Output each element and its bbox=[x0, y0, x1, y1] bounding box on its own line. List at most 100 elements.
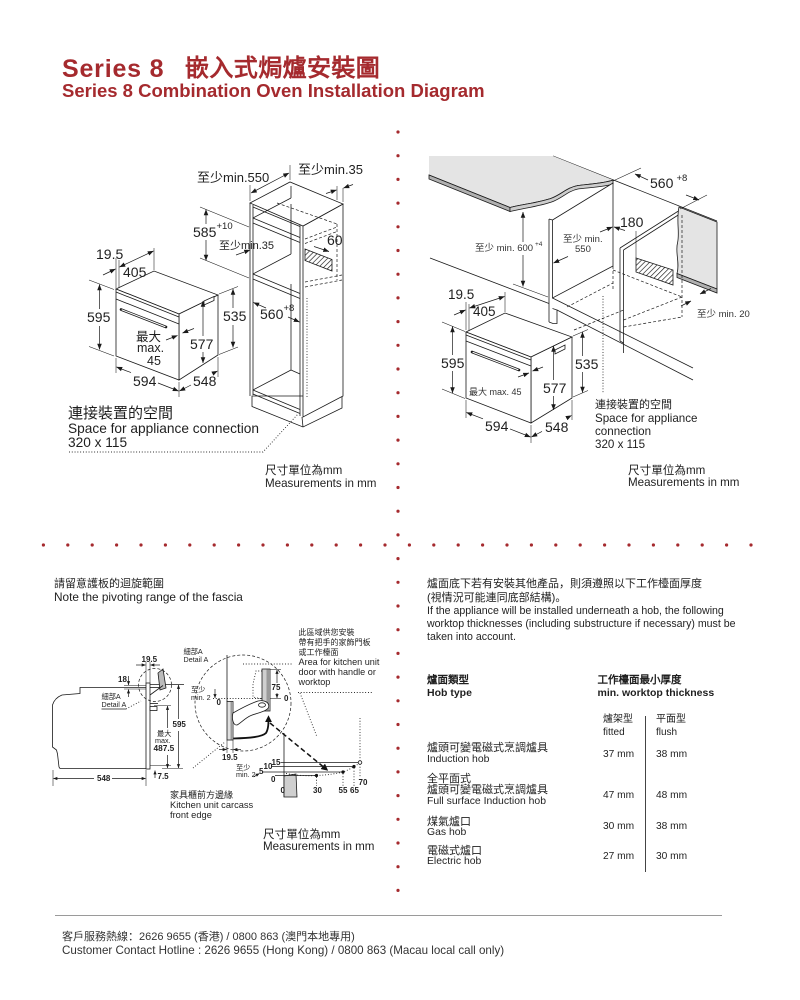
fitted-thickness: 30 mm bbox=[603, 821, 635, 833]
detail-fascia-label: 19.5 bbox=[222, 753, 238, 763]
mounting-bracket bbox=[554, 344, 566, 355]
width-dimension bbox=[116, 366, 132, 373]
floor-edge bbox=[429, 257, 550, 304]
hidden-edge bbox=[304, 279, 343, 288]
position-label: 0 bbox=[280, 786, 285, 796]
area-note-zh-line: 或工作檯面 bbox=[298, 647, 339, 657]
extension-line bbox=[612, 167, 642, 182]
hidden-edge bbox=[623, 316, 683, 328]
door-gap-max-zh: 最大 bbox=[136, 329, 162, 344]
hidden-edge bbox=[304, 231, 338, 244]
divider-dot bbox=[139, 543, 143, 547]
fascia-detail-edge bbox=[230, 702, 233, 740]
units-note-en: Measurements in mm bbox=[263, 840, 375, 854]
divider-dot bbox=[396, 509, 400, 513]
pivot-point bbox=[352, 764, 356, 769]
plinth-recess-edge bbox=[556, 309, 694, 381]
level-label: 0 bbox=[271, 775, 276, 785]
hob-name-en: Electric hob bbox=[427, 856, 482, 868]
hidden-edge bbox=[276, 202, 338, 225]
divider-dot bbox=[396, 817, 400, 821]
extension-line bbox=[441, 388, 466, 399]
divider-dot bbox=[578, 543, 582, 547]
area-leader bbox=[299, 692, 318, 738]
carcass-note-zh: 家具櫃前方邊緣 bbox=[170, 789, 234, 800]
cabinet-dimensions bbox=[199, 165, 354, 323]
units-note-en: Measurements in mm bbox=[628, 476, 740, 490]
vent-arrow bbox=[313, 246, 330, 252]
divider-dot bbox=[310, 543, 314, 547]
ventilation-opening bbox=[635, 257, 674, 286]
min-gap-arrow bbox=[252, 773, 260, 778]
side-gap-min-label: 至少min.35 bbox=[298, 162, 364, 178]
width-label: 594 bbox=[485, 418, 509, 435]
depth-min-value: 550 bbox=[575, 244, 591, 256]
divider-dot bbox=[396, 675, 400, 679]
fascia-arrow bbox=[453, 309, 466, 316]
hotline-zh: 客戶服務熱線：2626 9655 (香港) / 0800 863 (澳門本地專用… bbox=[62, 930, 355, 943]
depth-label: 548 bbox=[545, 419, 569, 436]
subheader-flush-zh: 平面型 bbox=[656, 714, 686, 725]
divider-dot bbox=[396, 367, 400, 371]
pivot-trajectory bbox=[285, 761, 361, 777]
depth-label: 548 bbox=[193, 373, 217, 390]
divider-dot bbox=[749, 543, 753, 547]
carcass-edge bbox=[283, 773, 298, 798]
top-gap-min-label: 至少min.35 bbox=[219, 240, 275, 253]
divider-dot bbox=[396, 296, 400, 300]
divider-dot bbox=[407, 543, 411, 547]
level-label: 15 bbox=[271, 757, 281, 767]
pivot-note-en: Note the pivoting range of the fascia bbox=[54, 590, 243, 605]
divider-dot bbox=[456, 543, 460, 547]
detail-a-leader bbox=[125, 700, 142, 710]
extension-line bbox=[88, 279, 115, 290]
position-label: 30 bbox=[313, 786, 322, 796]
min-gap-zh-top: 至少 bbox=[191, 685, 206, 695]
divider-dot bbox=[383, 543, 387, 547]
door-gap-arrow bbox=[532, 366, 544, 372]
top-gap-arrow bbox=[235, 249, 251, 256]
divider-dot bbox=[396, 604, 400, 608]
niche-width-tolerance: +8 bbox=[283, 302, 295, 314]
divider-dot bbox=[505, 543, 509, 547]
header-hob-type-zh: 爐面類型 bbox=[427, 673, 469, 686]
niche-width-tolerance: +8 bbox=[676, 172, 688, 184]
fascia-depth-dimension bbox=[469, 296, 505, 309]
depth-min-arrow bbox=[599, 226, 613, 233]
flush-thickness: 30 mm bbox=[656, 850, 688, 862]
extension-line bbox=[679, 194, 708, 210]
door-gap-label: 最大 max. 45 bbox=[469, 387, 522, 398]
divider-dot bbox=[725, 543, 729, 547]
divider-dot bbox=[90, 543, 94, 547]
divider-dot bbox=[396, 888, 400, 893]
hob-name-zh: 煤氣爐口 bbox=[427, 815, 471, 828]
pivot-diagram bbox=[52, 654, 373, 798]
area-note-zh-line: 帶有把手的家飾門板 bbox=[298, 637, 371, 647]
control-panel-edge bbox=[115, 298, 180, 325]
niche-width-arrow bbox=[634, 173, 649, 181]
width-dimension bbox=[466, 412, 484, 420]
oven-door-handle-highlight bbox=[121, 309, 166, 328]
hob-name-en: Gas hob bbox=[427, 826, 467, 838]
oven-front-top-edge bbox=[465, 334, 532, 361]
hidden-edge bbox=[566, 282, 614, 308]
door-gap-arrow bbox=[165, 335, 178, 341]
niche-height-label: 585 bbox=[193, 224, 217, 241]
divider-dot bbox=[627, 543, 631, 547]
top-panel-underside bbox=[252, 206, 301, 227]
divider-dot bbox=[396, 485, 400, 490]
divider-dot bbox=[396, 343, 400, 347]
depth-dimension bbox=[531, 431, 543, 438]
height-min-tolerance: +4 bbox=[535, 240, 543, 248]
level-label: 5 bbox=[259, 767, 264, 777]
pivot-profile-dimensions bbox=[52, 662, 183, 786]
intro-zh-line: 爐面底下若有安裝其他產品，則須遵照以下工作檯面厚度 bbox=[427, 577, 702, 590]
connection-space-en: Space for appliance connection bbox=[595, 412, 698, 439]
intro-zh-line: (視情況可能連同底部結構)。 bbox=[427, 591, 567, 604]
divider-dot bbox=[396, 580, 400, 584]
hidden-edge bbox=[304, 274, 343, 283]
carcass-leader bbox=[192, 741, 226, 769]
right-panel-bottom bbox=[619, 340, 624, 344]
door-range-label: 75 bbox=[271, 683, 281, 693]
cabinet-hidden-edges bbox=[276, 202, 343, 288]
